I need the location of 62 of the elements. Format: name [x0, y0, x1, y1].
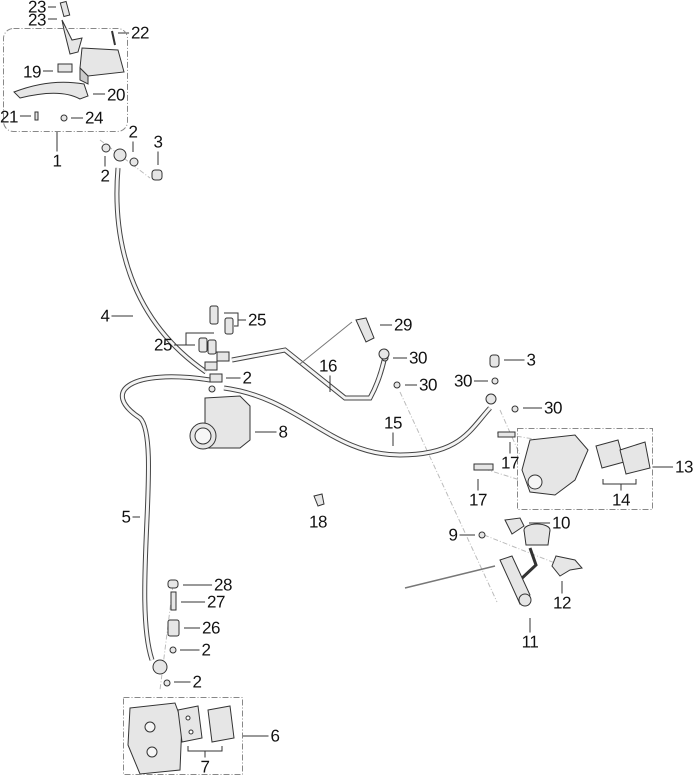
- callout-number: 28: [214, 576, 232, 594]
- callout-number: 10: [552, 514, 570, 532]
- callout-number: 13: [675, 458, 693, 476]
- callout-number: 6: [270, 728, 280, 744]
- callout-number: 16: [319, 358, 337, 374]
- leader-line: [458, 534, 476, 536]
- callout-number: 19: [23, 64, 41, 80]
- leader-line: [132, 141, 134, 152]
- leader-line: [602, 478, 636, 491]
- callout-number: 25: [248, 312, 266, 328]
- leader-line: [118, 32, 130, 34]
- leader-line: [173, 332, 214, 346]
- callout-number: 18: [309, 514, 327, 530]
- leader-line: [392, 432, 394, 446]
- callout-number: 12: [553, 594, 571, 612]
- leader-line: [104, 156, 106, 167]
- callout-number: 2: [242, 370, 252, 386]
- callout-number: 30: [454, 372, 472, 390]
- callout-number: 30: [419, 376, 437, 394]
- callout-number: 2: [128, 124, 138, 140]
- callout-number: 22: [131, 24, 149, 42]
- callout-number: 17: [501, 454, 519, 472]
- callout-number: 11: [522, 634, 538, 650]
- leader-line: [47, 18, 58, 20]
- callout-number: 2: [100, 168, 110, 184]
- callout-number: 14: [612, 492, 630, 508]
- callout-number: 3: [154, 134, 162, 150]
- assembly-frame: [123, 697, 243, 775]
- callout-number: 9: [448, 526, 458, 544]
- leader-line: [132, 516, 140, 518]
- callout-number: 30: [544, 400, 562, 416]
- leader-line: [188, 746, 222, 758]
- leader-line: [56, 132, 58, 152]
- callout-number: 26: [202, 620, 220, 636]
- callout-number: 4: [100, 308, 110, 324]
- callout-number: 2: [192, 674, 202, 690]
- callout-number: 1: [52, 152, 62, 170]
- callout-number: 24: [85, 110, 103, 126]
- callout-number: 21: [0, 108, 18, 126]
- callout-number: 27: [207, 594, 225, 610]
- callout-number: 17: [469, 492, 487, 508]
- leader-line: [47, 6, 56, 8]
- leader-line: [224, 312, 247, 326]
- leader-line: [404, 384, 418, 386]
- callout-number: 25: [154, 336, 172, 354]
- leader-line: [473, 380, 488, 382]
- leader-line: [380, 324, 393, 326]
- callout-number: 8: [278, 424, 288, 440]
- callout-number: 2: [202, 642, 210, 658]
- callout-number: 15: [384, 414, 402, 432]
- callout-number: 20: [107, 86, 125, 104]
- assembly-frame: [517, 428, 653, 510]
- leader-line: [182, 584, 213, 586]
- leader-line: [42, 70, 54, 72]
- callout-number: 5: [122, 508, 130, 526]
- callout-number: 7: [200, 758, 210, 776]
- callout-number: 3: [526, 352, 536, 368]
- callout-number: 23: [28, 12, 46, 28]
- leader-line: [528, 522, 551, 524]
- leader-line: [652, 466, 674, 468]
- callout-number: 29: [394, 316, 412, 334]
- callout-number: 30: [409, 350, 427, 366]
